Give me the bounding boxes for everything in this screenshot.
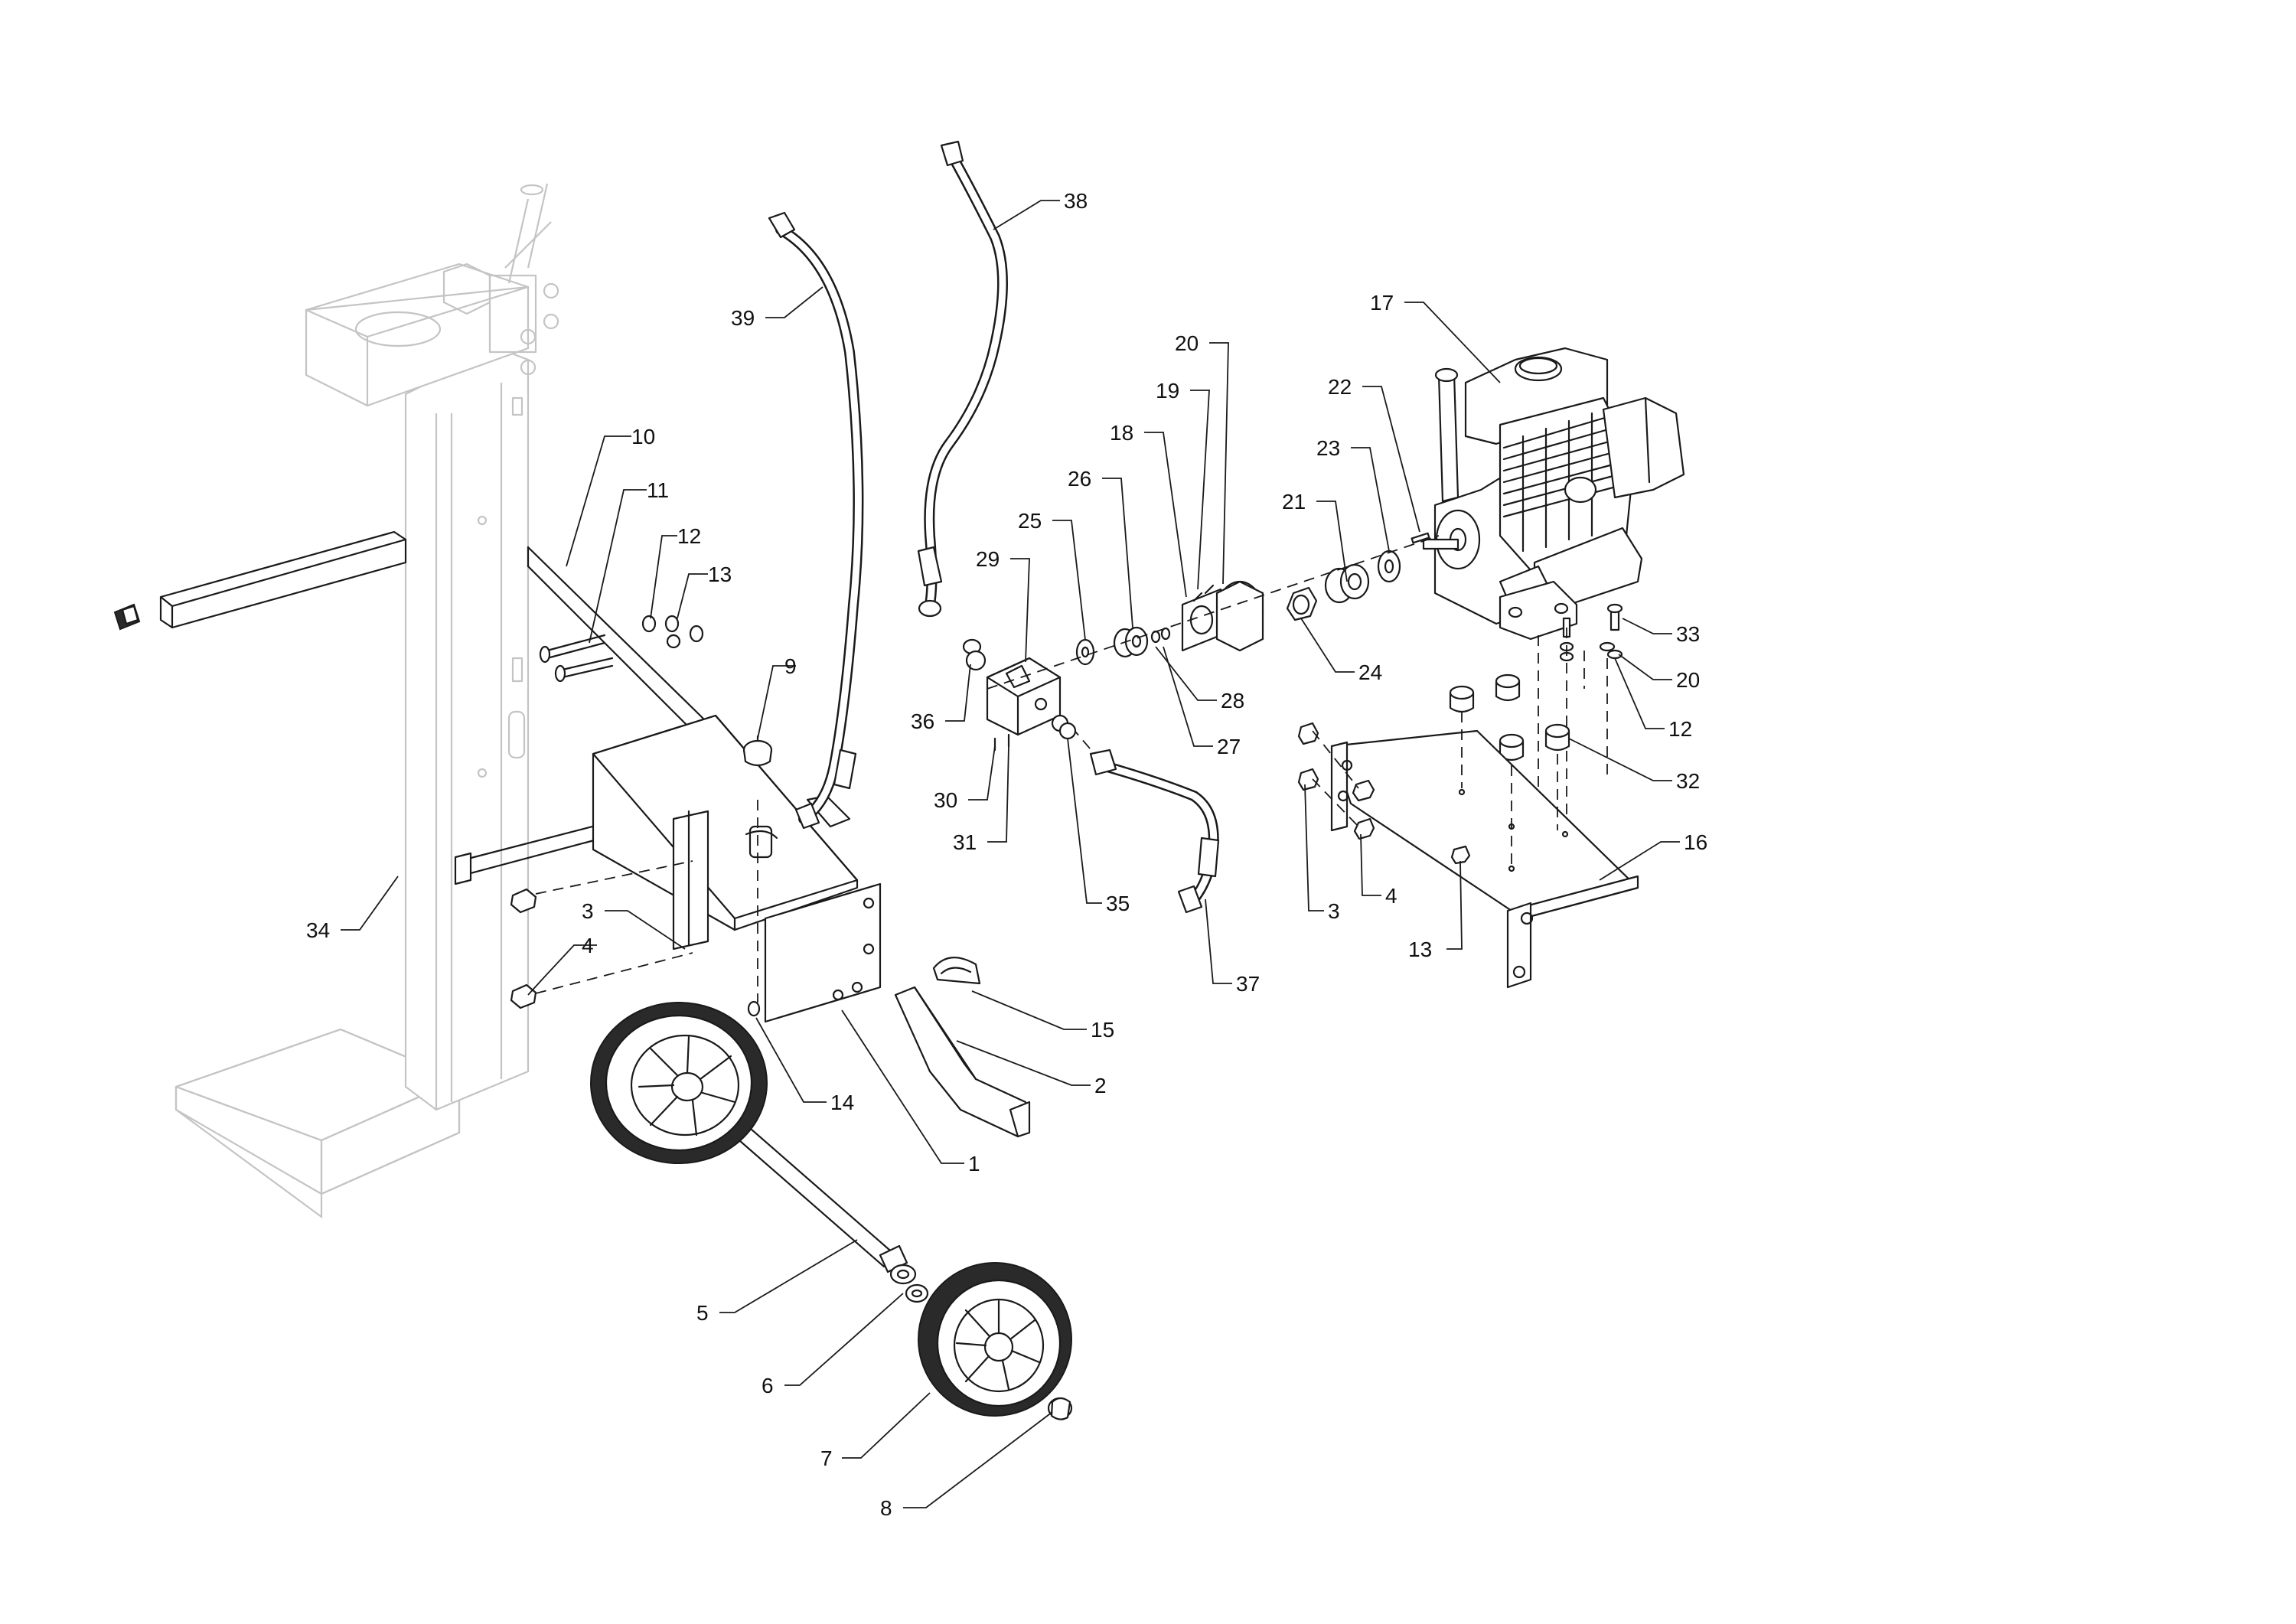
callout-16: 16 [1684,830,1707,854]
callout-4-left: 4 [582,934,594,957]
stand-foot [894,986,1031,1138]
callout-7: 7 [820,1446,833,1470]
wheel-axle-beam [592,714,882,1023]
callout-1: 1 [968,1152,980,1176]
engine [1422,347,1685,641]
callout-2: 2 [1094,1074,1107,1097]
callout-20-right: 20 [1676,668,1700,692]
callout-6: 6 [762,1374,774,1397]
callout-31: 31 [953,830,977,854]
left-wheel [590,1002,768,1164]
right-wheel [918,1262,1072,1417]
coupling-half [1113,626,1149,658]
rubber-mounts [1449,673,1570,761]
callout-35: 35 [1106,892,1130,915]
callout-36: 36 [911,709,934,733]
callout-32: 32 [1676,769,1700,793]
pump-washer [1075,638,1095,666]
hub-cap [1047,1397,1073,1420]
callout-17: 17 [1370,291,1394,315]
callout-28: 28 [1221,689,1244,713]
dipstick-cap [742,735,773,767]
callout-5: 5 [696,1301,709,1325]
callout-4-right: 4 [1385,884,1397,908]
coupling-drive [1324,563,1370,604]
engine-washer [1377,549,1401,583]
hose-38 [917,140,1008,618]
splitter-column-ghost [174,183,559,1219]
callout-15: 15 [1091,1018,1114,1042]
callout-10: 10 [631,425,655,448]
callout-37: 37 [1236,972,1260,996]
engine-fasteners [1538,603,1623,834]
callout-29: 29 [976,547,1000,571]
callout-24: 24 [1358,660,1382,684]
plate-fasteners [1297,722,1471,865]
callout-25: 25 [1018,509,1042,533]
callout-12-right: 12 [1668,717,1692,741]
pump-mount-bracket [1181,580,1264,652]
small-fasteners-pump [1150,627,1171,644]
callout-23: 23 [1316,436,1340,460]
callout-9: 9 [784,654,797,678]
callout-20-top: 20 [1175,331,1199,355]
callout-labels: 1 2 3 3 4 4 5 6 7 8 9 10 11 12 12 13 13 … [306,189,1707,1520]
callout-14: 14 [830,1091,854,1114]
callout-3-left: 3 [582,899,594,923]
callout-27: 27 [1217,735,1241,758]
callout-34: 34 [306,918,330,942]
engine-mount-plate [1330,712,1639,989]
callout-38: 38 [1064,189,1088,213]
callout-33: 33 [1676,622,1700,646]
callout-11: 11 [647,478,669,502]
hydraulic-pump [962,638,1077,752]
frame-fasteners [510,615,761,1017]
callout-39: 39 [731,306,755,330]
callout-13-left: 13 [708,563,732,586]
callout-12-left: 12 [677,524,701,548]
callout-22: 22 [1328,375,1352,399]
callout-13-right: 13 [1408,938,1432,961]
callout-26: 26 [1068,467,1091,491]
coupling-spider [1286,586,1318,621]
shaft-key [1411,532,1430,544]
foot-cap [932,957,981,985]
callout-3-right: 3 [1328,899,1340,923]
callout-30: 30 [934,788,957,812]
leader-lines [341,200,1680,1508]
hose-39 [768,211,864,830]
callout-18: 18 [1110,421,1133,445]
hose-37 [1071,726,1220,914]
callout-8: 8 [880,1496,892,1520]
callout-21: 21 [1282,490,1306,514]
callout-19: 19 [1156,379,1179,403]
rear-crossbar [113,530,407,631]
assembly-axis [987,535,1440,690]
